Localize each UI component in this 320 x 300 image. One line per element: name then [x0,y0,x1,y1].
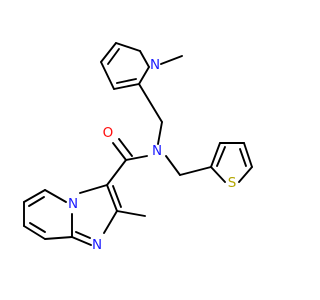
atom-o-carbonyl: O [103,125,114,141]
bond-n-ch2-thio [165,155,181,176]
bond-thio-5 [210,166,226,183]
bond-pyr-1 [44,189,67,203]
structure-canvas: N N O S N N [23,42,253,253]
atom-labels: N N O S N N [68,57,236,253]
bond-amide-co-1 [112,142,127,161]
atom-n-pyrrole: N [150,57,160,73]
bond-pyrrole-1-inner [107,48,120,65]
bond-amide-co-2 [118,138,133,157]
bond-thio-1-inner [216,146,226,167]
bond-thio-3-inner [239,148,247,167]
bond-imid-1-inner [112,185,122,208]
bond-pyr-4-inner [29,222,46,233]
bond-thio-1 [210,142,221,168]
bond-pyrrole-6 [100,61,115,90]
bond-thio-4 [238,166,253,183]
bond-ch2-thio [179,166,212,176]
bond-pyr-2-inner [28,196,45,207]
bond-imid-3 [71,236,92,246]
bond-pyr-2 [23,189,46,203]
bond-imid-3-inner [75,231,91,239]
bond-pyrrole-5-inner [116,78,137,84]
bond-amide-cn [125,155,148,161]
molecule-structure: N N O S N N [23,42,253,253]
bond-c-c3 [106,159,127,186]
bond-pyrrole-1 [100,42,117,63]
bond-2-methyl [116,210,146,217]
bond-pyrrole-4 [138,66,150,85]
atom-s-thiophene: S [228,175,237,191]
atom-n-imidazole: N [92,237,102,253]
bond-imid-5 [79,184,108,194]
bond-n-methyl [160,55,183,65]
bond-pyrrole-5 [113,83,140,90]
bond-pyr-5 [44,236,73,240]
bond-pyrrole-2 [115,42,141,52]
atom-n-bridge: N [68,196,78,212]
bond-pyr-4 [23,225,46,240]
bond-imid-1 [106,184,118,212]
bond-imid-2 [103,210,118,234]
bond-ch2-a [138,83,163,123]
bonds [23,42,253,246]
atom-n-amide: N [152,143,162,159]
bond-thio-3 [243,142,253,168]
bond-pyrrole-3 [139,50,150,68]
bond-ch2-b [157,121,163,145]
